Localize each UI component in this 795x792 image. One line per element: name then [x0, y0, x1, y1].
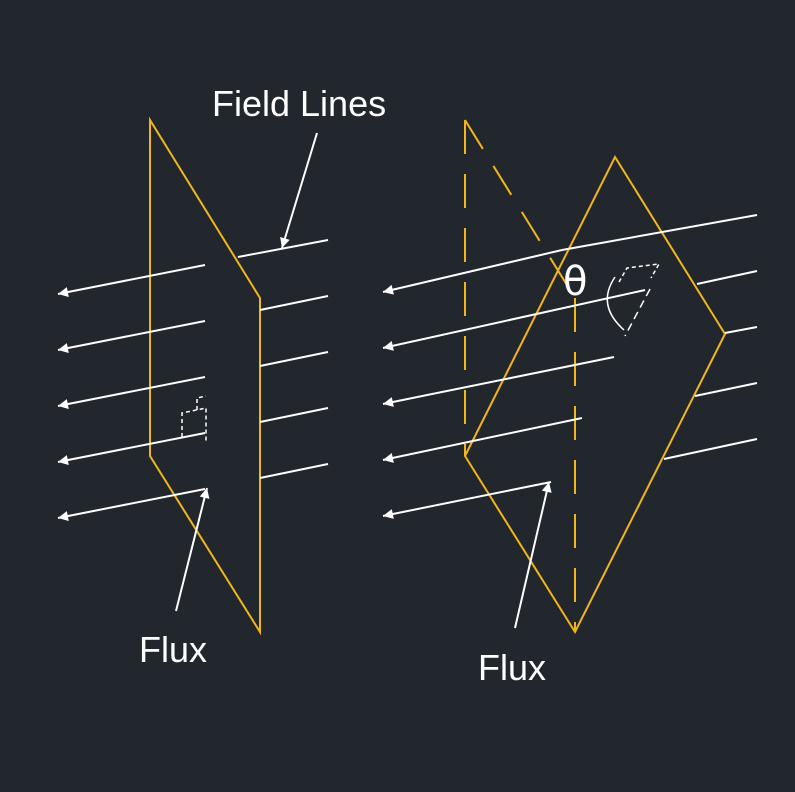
- left-right-angle-marker: [181, 395, 207, 443]
- right-field-line-1-left: [382, 249, 563, 295]
- left-field-line-2-left: [57, 320, 206, 353]
- field-lines-pointer: [280, 132, 318, 249]
- right-flux-label: Flux: [478, 647, 547, 688]
- normal-line: [624, 288, 651, 337]
- left-field-lines-right: [237, 239, 329, 479]
- left-field-line-5-right: [259, 463, 329, 479]
- left-field-line-3-right: [259, 351, 329, 367]
- right-original-plane: [464, 119, 576, 632]
- right-field-line-2-left: [382, 289, 646, 351]
- left-field-line-5-left: [57, 488, 206, 521]
- right-figure: [382, 119, 758, 635]
- left-field-line-3-left: [57, 376, 206, 409]
- left-field-line-1-right: [237, 239, 329, 258]
- right-field-line-5-left: [382, 481, 552, 519]
- left-field-line-4-left: [57, 432, 206, 465]
- right-flux-pointer: [514, 481, 552, 629]
- angle-arc: [606, 276, 625, 331]
- left-flux-pointer: [175, 487, 210, 612]
- right-right-angle-marker: [618, 263, 661, 283]
- right-field-lines-right: [561, 214, 758, 460]
- left-field-lines-left: [57, 264, 206, 521]
- right-tilted-plane: [463, 154, 727, 635]
- theta-label: θ: [563, 259, 588, 305]
- field-lines-label: Field Lines: [212, 83, 387, 124]
- right-field-line-3-left: [382, 356, 615, 407]
- right-field-line-4-left: [382, 417, 583, 463]
- left-field-line-4-right: [259, 407, 329, 423]
- left-flux-label: Flux: [139, 629, 208, 670]
- right-field-line-3-right: [724, 326, 758, 334]
- left-figure: [57, 116, 329, 636]
- left-plane: [149, 116, 261, 636]
- right-field-lines-left: [382, 249, 646, 519]
- right-field-line-5-right: [663, 438, 758, 460]
- right-field-line-2-right: [696, 270, 758, 285]
- angle-construction: [606, 263, 661, 337]
- left-field-line-1-left: [57, 264, 206, 297]
- right-field-line-4-right: [694, 382, 758, 397]
- right-field-line-1-right: [561, 214, 758, 251]
- left-field-line-2-right: [259, 295, 329, 311]
